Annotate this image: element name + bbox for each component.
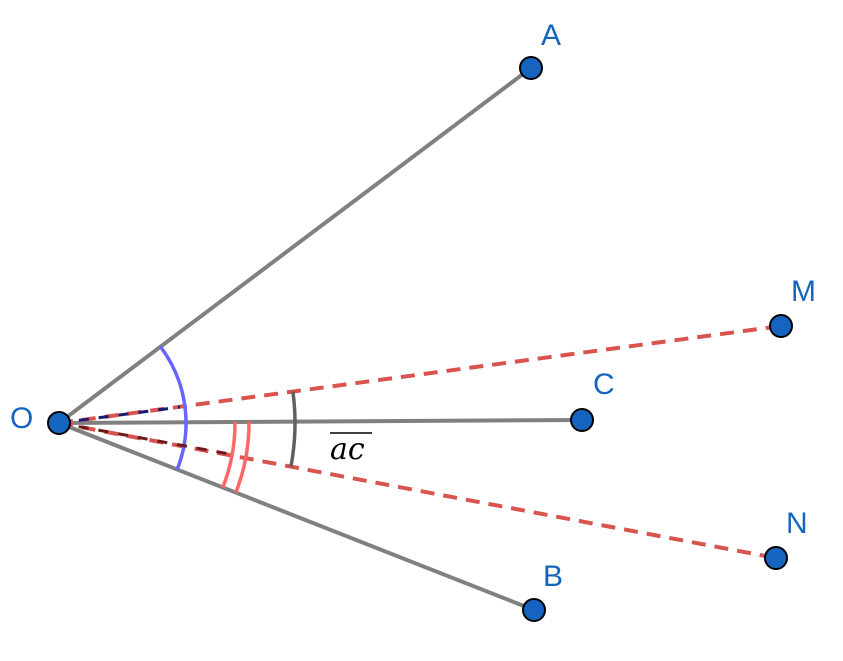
point-label-n: N [786,507,808,540]
segment-ob [58,421,535,612]
point-label-a: A [541,19,561,52]
segment-oa [57,66,533,425]
point-m[interactable] [769,314,793,338]
point-label-m: M [791,275,816,308]
angle-arc-cob-outer [234,421,251,494]
overlay-on [58,421,236,457]
point-label-c: C [593,368,615,401]
angle-arc-mon [289,391,297,467]
angle-arc-aob [159,345,188,471]
point-n[interactable] [764,546,788,570]
angle-label-ac: ac [330,432,365,467]
overlay-om [58,405,181,425]
point-label-b: B [543,560,563,593]
point-c[interactable] [570,408,594,432]
segment-oc [58,418,583,425]
point-b[interactable] [522,598,546,622]
angle-arc-cob-inner [221,421,237,489]
point-o[interactable] [47,411,71,435]
point-a[interactable] [519,56,543,80]
point-label-o: O [10,402,33,435]
